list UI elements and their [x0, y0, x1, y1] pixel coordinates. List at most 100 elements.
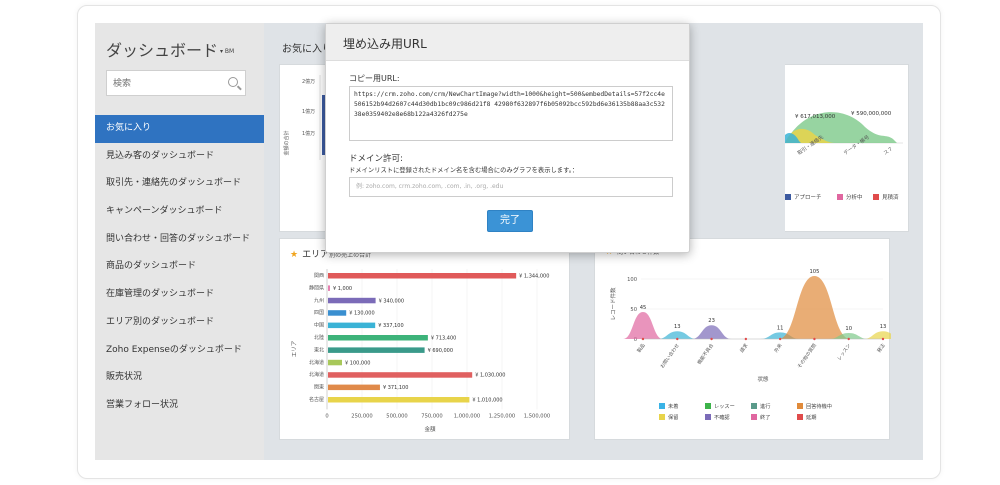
y-tick-label: 50	[630, 307, 637, 313]
legend-swatch	[873, 194, 879, 200]
data-label: ¥ 617,013,000	[795, 114, 836, 120]
data-point	[744, 337, 748, 341]
area-series	[623, 312, 663, 339]
legend-swatch	[837, 194, 843, 200]
sidebar-dashboard-list: お気に入り見込み客のダッシュボード取引先・連絡先のダッシュボードキャンペーンダッ…	[95, 115, 264, 420]
bar-value-label: ¥ 713,400	[431, 336, 456, 342]
search-icon[interactable]	[228, 77, 238, 87]
x-tick-label: 500,000	[386, 413, 407, 419]
bar	[328, 310, 347, 316]
legend-swatch	[751, 414, 757, 420]
bar	[328, 397, 470, 403]
sidebar-item[interactable]: Zoho Expenseのダッシュボード	[106, 344, 242, 355]
y-axis-label: 金額の合計	[283, 130, 290, 155]
bar	[328, 285, 330, 291]
x-tick-label: 1,500,000	[524, 413, 550, 419]
y-tick-label: 北海道	[309, 359, 324, 366]
y-tick-label: 静岡県	[309, 284, 324, 291]
data-point	[641, 337, 645, 341]
data-label: 23	[708, 318, 715, 324]
embed-url-textarea[interactable]: https://crm.zoho.com/crm/NewChartImage?w…	[349, 86, 673, 141]
x-axis-label: 状態	[757, 375, 769, 383]
sidebar-item[interactable]: エリア別のダッシュボード	[106, 316, 215, 327]
y-axis-label: レコード件数	[609, 287, 617, 321]
x-tick-label: お問い合わせ	[659, 342, 681, 370]
sidebar-item[interactable]: 問い合わせ・回答のダッシュボード	[106, 233, 251, 244]
y-tick-label: 0	[634, 337, 637, 343]
data-label: 10	[845, 326, 852, 332]
domain-input[interactable]: 例: zoho.com, crm.zoho.com, .com, .in, .o…	[349, 177, 673, 197]
y-tick-label: 北海道	[309, 371, 324, 378]
x-tick-label: 0	[325, 413, 328, 419]
sidebar-item[interactable]: 在庫管理のダッシュボード	[106, 289, 215, 300]
bar-value-label: ¥ 1,010,000	[472, 398, 502, 404]
legend-swatch	[705, 403, 711, 409]
bar	[328, 347, 425, 353]
y-tick-label: 東北	[314, 346, 324, 353]
dashboard-switch-caret[interactable]: ▾ BM	[220, 48, 235, 55]
sidebar-item[interactable]: 取引先・連絡先のダッシュボード	[106, 178, 242, 189]
y-tick-label: 九州	[314, 297, 324, 304]
legend-label: レッスー	[714, 403, 735, 410]
dialog-title: 埋め込み用URL	[343, 37, 427, 51]
bar	[328, 359, 342, 366]
legend-label: 保留	[668, 413, 678, 421]
sidebar: ダッシュボード▾ BM お気に入り見込み客のダッシュボード取引先・連絡先のダッシ…	[95, 23, 264, 460]
bar	[328, 297, 376, 304]
favorite-star-icon[interactable]: ★	[290, 250, 299, 260]
done-button[interactable]: 完了	[487, 210, 533, 232]
sidebar-item[interactable]: キャンペーンダッシュボード	[106, 206, 223, 217]
bar	[328, 322, 376, 329]
dashboard-title[interactable]: ダッシュボード▾ BM	[106, 41, 235, 60]
legend-swatch	[797, 403, 803, 409]
legend-label: 未着	[668, 402, 678, 410]
x-tick-label: 750,000	[421, 413, 442, 419]
x-tick-label: その他の質問	[796, 342, 818, 370]
data-label: 105	[809, 269, 819, 275]
sidebar-item[interactable]: 営業フォロー状況	[106, 399, 179, 410]
search-input[interactable]	[107, 72, 217, 96]
bar	[328, 273, 517, 279]
y-tick-label: 名古屋	[309, 396, 324, 403]
y-tick-label: 中国	[314, 322, 324, 329]
area-series	[863, 331, 891, 339]
bar-value-label: ¥ 1,000	[333, 286, 352, 292]
y-axis-label: エリア	[291, 340, 298, 357]
sidebar-item[interactable]: 見込み客のダッシュボード	[106, 150, 215, 161]
bar-value-label: ¥ 1,344,000	[519, 274, 549, 280]
bar	[328, 384, 380, 391]
legend-swatch	[797, 414, 803, 420]
bar-value-label: ¥ 690,000	[428, 348, 453, 354]
domain-allow-label: ドメイン許可:	[349, 154, 403, 164]
data-label: 45	[640, 305, 647, 311]
legend-label: 回答待機中	[806, 402, 832, 410]
data-point	[813, 337, 816, 341]
x-tick-label: 機能不具合	[696, 342, 716, 366]
data-point	[847, 337, 850, 341]
sidebar-item[interactable]: お気に入り	[95, 115, 264, 143]
x-tick-label: レッスン	[836, 343, 852, 362]
x-tick-label: 発注	[875, 342, 886, 354]
card-title: ★エリア別の売上の合計	[290, 250, 372, 260]
page-title: お気に入り	[282, 44, 332, 55]
data-label: 13	[674, 324, 681, 330]
y-tick: 1億万	[302, 108, 315, 115]
main-content: お気に入り 金額の合計 2億万 1億万 1億万 ¥ 617,013,000 ¥ …	[264, 23, 923, 460]
data-point	[778, 337, 782, 341]
data-label: 11	[777, 325, 784, 331]
legend-swatch	[659, 414, 665, 420]
sidebar-item[interactable]: 商品のダッシュボード	[106, 261, 197, 272]
card-top-right: ¥ 617,013,000 ¥ 590,000,000 取引・連絡先 データ・帳…	[785, 64, 909, 232]
bar-value-label: ¥ 100,000	[345, 360, 370, 366]
data-point	[676, 337, 679, 341]
x-tick-label: 1,000,000	[454, 413, 480, 419]
card-top-left: 金額の合計 2億万 1億万 1億万	[279, 64, 327, 232]
area-series	[828, 333, 869, 339]
legend-swatch	[751, 403, 757, 409]
legend-label: 分析中	[846, 193, 863, 201]
x-tick-label: 250,000	[351, 413, 372, 419]
sidebar-item[interactable]: 販売状況	[106, 372, 143, 383]
x-tick-label: ス７	[883, 146, 895, 157]
